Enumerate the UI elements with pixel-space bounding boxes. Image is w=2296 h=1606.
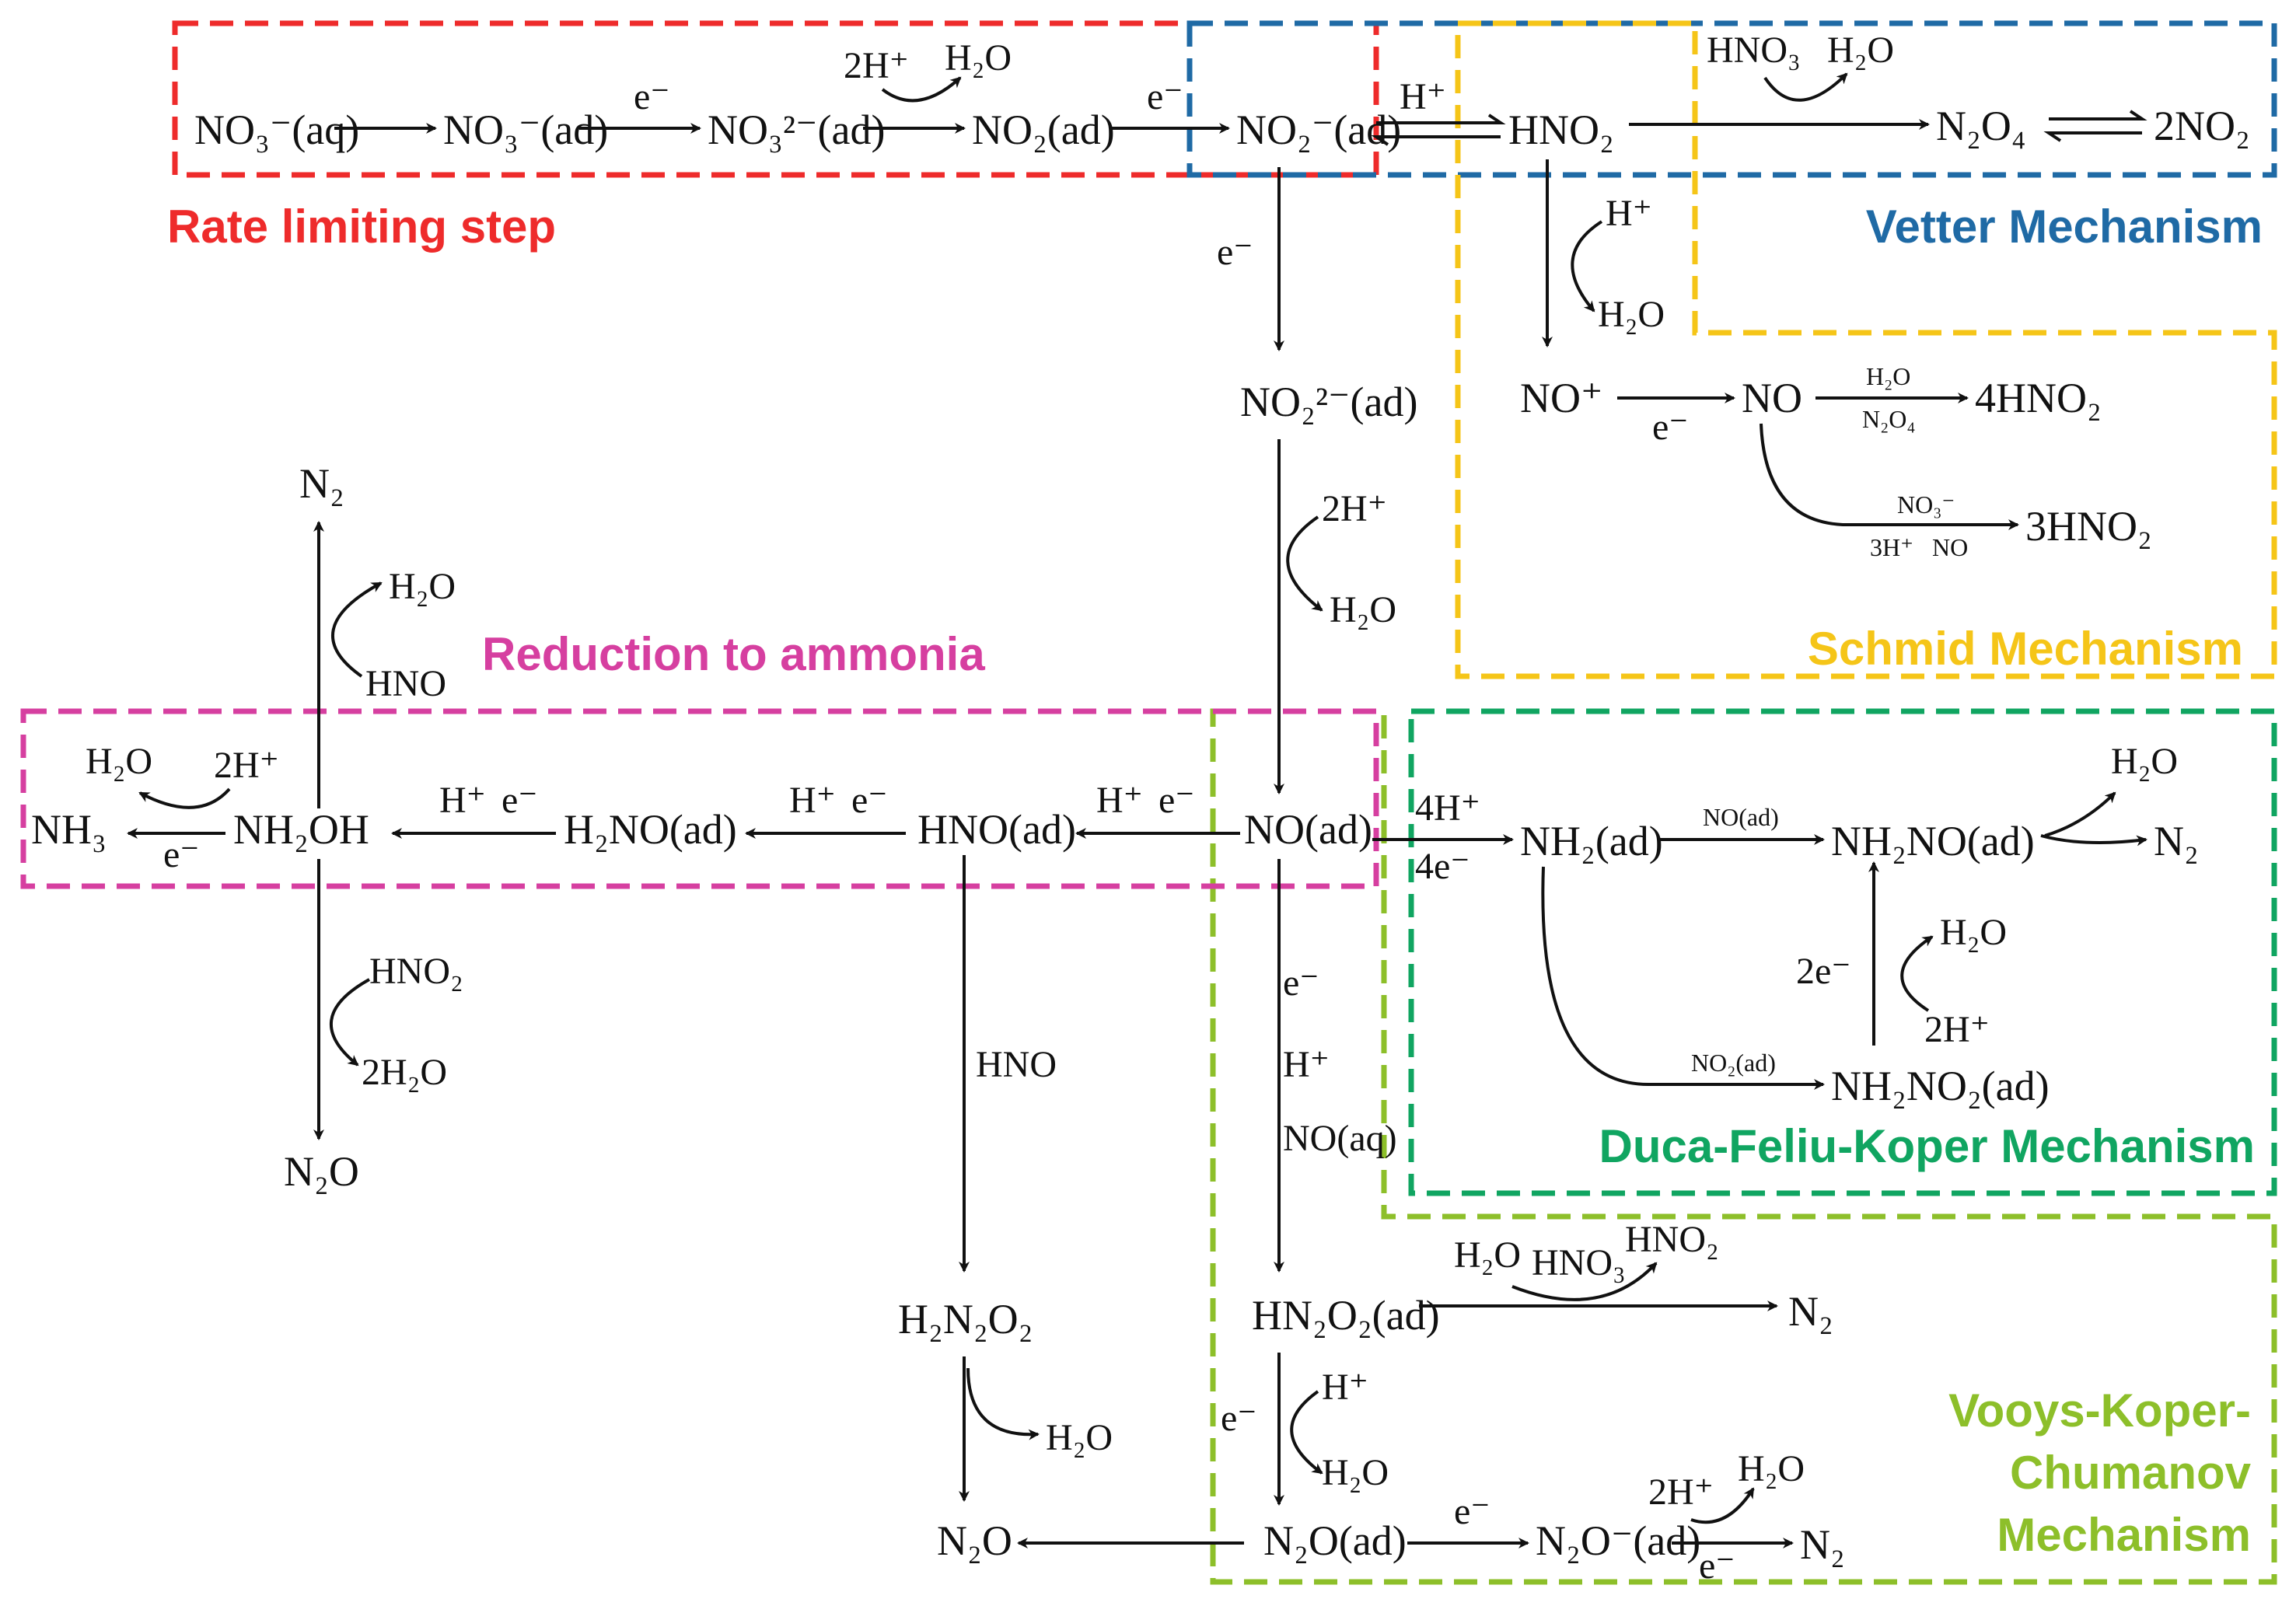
reagent-he3-e: e⁻ (501, 780, 538, 821)
reagent-2h-1: 2H⁺ (844, 45, 909, 86)
reagent-4e: 4e⁻ (1415, 846, 1470, 887)
duca-title: Duca-Feliu-Koper Mechanism (1599, 1120, 2256, 1172)
reagent-h2o-nh3: H₂O (86, 741, 152, 782)
reagent-h2o-vetter: H₂O (1827, 30, 1894, 71)
reagent-h2o-duca2: H₂O (1940, 912, 2007, 953)
species-no3-2-ad: NO₃²⁻(ad) (708, 106, 885, 153)
reagent-e-vk3: e⁻ (1454, 1491, 1490, 1532)
reagent-hno2-n2o: HNO₂ (369, 951, 463, 992)
reagent-he1-h: H⁺ (1096, 780, 1143, 821)
reagent-h2o-vk3: H₂O (1738, 1448, 1805, 1489)
reagent-hno2-vk: HNO₂ (1625, 1219, 1719, 1260)
species-h2n2o2: H₂N₂O₂ (898, 1296, 1033, 1342)
rate-limiting-box (172, 20, 1379, 178)
vetter-title: Vetter Mechanism (1866, 201, 2263, 253)
reagent-3h-schmid: 3H⁺ (1870, 533, 1913, 561)
species-no3-aq: NO₃⁻(aq) (194, 106, 359, 153)
reagent-e1: e⁻ (634, 76, 670, 117)
reagent-e-nh3: e⁻ (163, 834, 200, 875)
reagent-n2o4-schmid: N₂O₄ (1862, 405, 1916, 433)
schmid-box (1455, 20, 2277, 679)
species-2no2: 2NO₂ (2154, 103, 2250, 149)
reagent-4h: 4H⁺ (1415, 787, 1480, 829)
species-hno2: HNO₂ (1508, 106, 1614, 153)
vooys-title-line2: Chumanov (2010, 1447, 2252, 1499)
species-no-plus: NO⁺ (1520, 375, 1603, 421)
reagent-h-vetter: H⁺ (1400, 76, 1446, 117)
species-n2o-ad: N₂O(ad) (1263, 1517, 1407, 1564)
reagent-h2o-schmid: H₂O (1598, 294, 1665, 335)
reagent-hno-n2: HNO (365, 663, 446, 704)
species-n2o-left: N₂O (284, 1148, 359, 1195)
reagent-no-schmid: NO (1932, 533, 1968, 561)
schmid-title: Schmid Mechanism (1808, 623, 2243, 675)
species-no: NO (1742, 375, 1802, 421)
reagent-h-vk: H⁺ (1283, 1044, 1330, 1085)
reagent-2h-down: 2H⁺ (1322, 488, 1387, 529)
reagent-h2o-duca1: H₂O (2111, 741, 2178, 782)
reagent-hno3-vk: HNO₃ (1532, 1242, 1626, 1283)
reagent-h2o-down: H₂O (1330, 589, 1396, 630)
reagent-e-vk: e⁻ (1283, 962, 1319, 1004)
rate-limiting-title: Rate limiting step (167, 201, 556, 253)
reagent-he2-e: e⁻ (851, 780, 888, 821)
species-4hno2: 4HNO₂ (1975, 375, 2102, 421)
vetter-box (1186, 20, 2277, 178)
reagent-2h-vk: 2H⁺ (1648, 1472, 1714, 1513)
species-h2no-ad: H₂NO(ad) (564, 806, 737, 853)
reagent-2h-nh3: 2H⁺ (214, 745, 279, 786)
reagent-2e-duca: 2e⁻ (1796, 951, 1851, 992)
reagent-no2-ad-duca: NO₂(ad) (1691, 1049, 1776, 1077)
reagent-e-vk4: e⁻ (1699, 1545, 1735, 1587)
vooys-box (1210, 708, 2277, 1585)
reagent-h2o-schmid2: H₂O (1866, 362, 1910, 390)
species-n2-vk: N₂ (1788, 1288, 1833, 1335)
reduction-title: Reduction to ammonia (482, 628, 985, 680)
reagent-he1-e: e⁻ (1158, 780, 1195, 821)
reagent-h2o-vk: H₂O (1454, 1234, 1521, 1276)
species-n2om-ad: N₂O⁻(ad) (1536, 1517, 1700, 1564)
reagent-h-vk2: H⁺ (1322, 1367, 1368, 1408)
species-n2o4: N₂O₄ (1936, 103, 2026, 149)
species-hn2o2-ad: HN₂O₂(ad) (1252, 1292, 1440, 1339)
reagent-hno3-vetter: HNO₃ (1707, 30, 1801, 71)
reagent-2h-duca: 2H⁺ (1924, 1009, 1990, 1050)
reagent-e-vk2: e⁻ (1221, 1398, 1257, 1439)
reagent-h2o-vk2: H₂O (1322, 1452, 1389, 1493)
reagent-h2o-1: H₂O (945, 37, 1012, 79)
reagent-hno-mid: HNO (976, 1044, 1057, 1085)
reagent-he2-h: H⁺ (789, 780, 836, 821)
species-no-ad: NO(ad) (1244, 806, 1372, 853)
reagent-he3-h: H⁺ (439, 780, 486, 821)
species-n2-top: N₂ (299, 460, 344, 507)
reagent-h-schmid: H⁺ (1606, 193, 1652, 234)
species-nh2oh: NH₂OH (233, 806, 369, 853)
reagent-2h2o-n2o: 2H₂O (362, 1052, 447, 1093)
species-nh2no-ad: NH₂NO(ad) (1831, 818, 2035, 864)
reagent-no3-schmid: NO₃⁻ (1897, 491, 1955, 518)
reagent-e-schmid: e⁻ (1652, 407, 1689, 448)
species-n2-duca: N₂ (2154, 818, 2199, 864)
vooys-title-line1: Vooys-Koper- (1948, 1384, 2251, 1437)
species-nh2no2-ad: NH₂NO₂(ad) (1831, 1063, 2050, 1109)
species-3hno2: 3HNO₂ (2025, 503, 2152, 550)
species-no2-2-ad: NO₂²⁻(ad) (1240, 379, 1417, 425)
reagent-e-down: e⁻ (1217, 232, 1253, 273)
duca-box (1408, 708, 2277, 1196)
species-hno-ad: HNO(ad) (917, 806, 1076, 853)
species-no2m-ad: NO₂⁻(ad) (1236, 106, 1401, 153)
vooys-title-line3: Mechanism (1997, 1509, 2251, 1561)
species-n2o-bottom: N₂O (937, 1517, 1012, 1564)
reagent-e2: e⁻ (1147, 76, 1183, 117)
reagent-no-ad-duca: NO(ad) (1703, 803, 1779, 831)
species-nh2-ad: NH₂(ad) (1520, 818, 1663, 864)
reagent-h2o-n2: H₂O (389, 566, 456, 607)
species-n2-final: N₂ (1800, 1521, 1845, 1568)
species-no2-ad: NO₂(ad) (972, 106, 1115, 153)
reduction-box (20, 708, 1379, 889)
reagent-h2o-h2n2o2: H₂O (1046, 1417, 1113, 1458)
species-nh3: NH₃ (31, 806, 107, 853)
reagent-no-aq-vk: NO(aq) (1283, 1118, 1397, 1159)
